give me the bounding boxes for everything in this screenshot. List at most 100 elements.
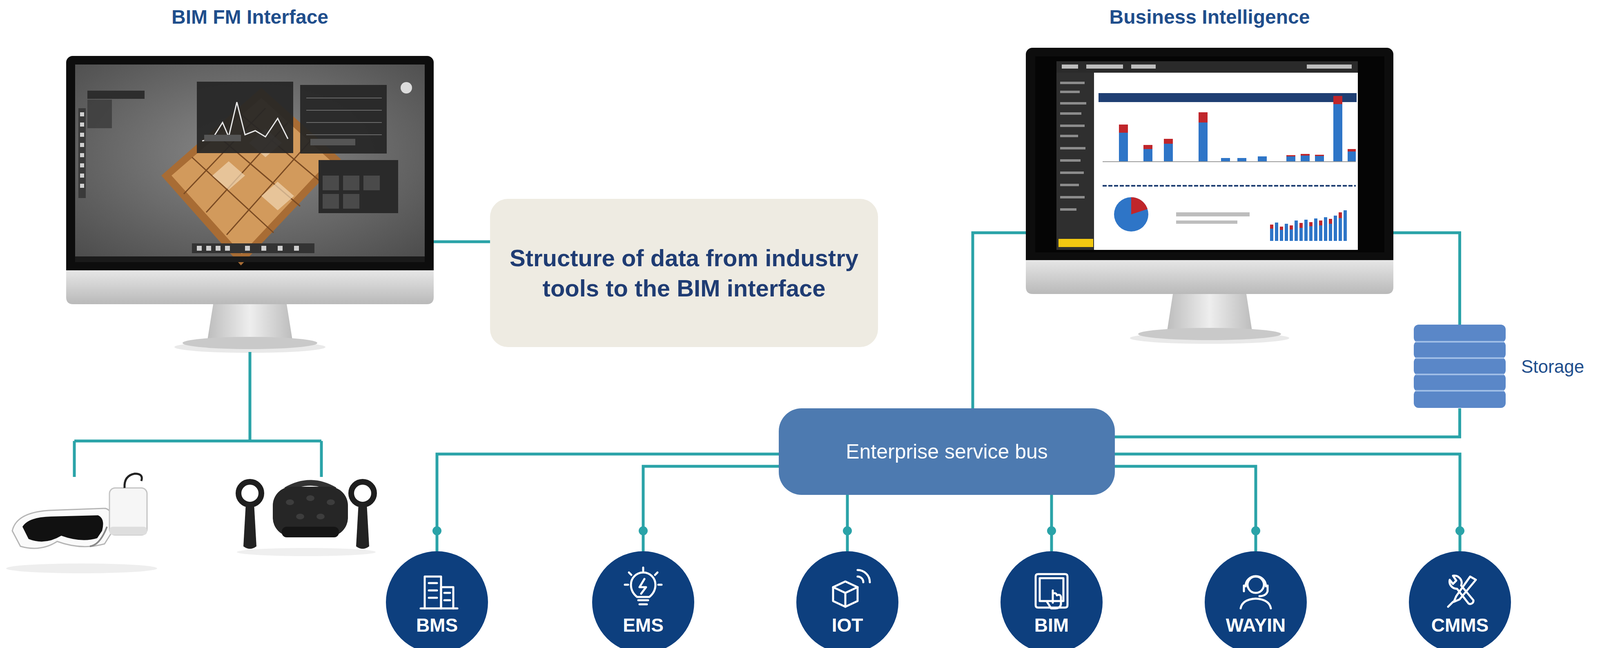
- node-label: EMS: [592, 614, 695, 636]
- left-monitor-part: [80, 112, 85, 188]
- icon-stroke: [428, 583, 437, 598]
- storage-slab: [1413, 373, 1506, 392]
- left-monitor-part: [196, 245, 299, 251]
- left-monitor-part: [196, 81, 294, 154]
- circle-fill: [1204, 551, 1307, 648]
- right-monitor-part-part: [1289, 225, 1293, 241]
- left-monitor-part: [400, 82, 413, 94]
- left-monitor-part-part: [306, 122, 382, 123]
- left-monitor-part-part: [80, 142, 85, 148]
- left-monitor-part-part: [261, 245, 267, 251]
- connector: [1393, 232, 1460, 325]
- system-icon: [833, 570, 870, 607]
- right-monitor-part-part: [1279, 226, 1284, 241]
- connector: [972, 232, 1026, 409]
- left-monitor-part-part: [80, 132, 85, 137]
- right-monitor-part-part: [1060, 102, 1087, 105]
- left-monitor-part: [182, 336, 318, 350]
- left-monitor-part-part: [277, 245, 283, 251]
- right-monitor-part-part: [1060, 183, 1079, 187]
- device-wires-part: [320, 441, 324, 477]
- right-monitor-part-part: [1289, 225, 1293, 230]
- right-monitor-part-part: [1060, 171, 1084, 174]
- right-monitor-part-part: [1286, 155, 1296, 157]
- right-monitor-part-part: [1060, 159, 1081, 162]
- left-monitor-part: [66, 270, 434, 305]
- right-monitor-part-part: [1198, 112, 1208, 162]
- connector: [433, 240, 491, 244]
- right-monitor-part: [1025, 260, 1394, 295]
- right-monitor-part-part: [1237, 158, 1247, 162]
- right-monitor-part: [1035, 56, 1385, 253]
- icon-stroke: [441, 587, 454, 609]
- left-monitor-part: [87, 99, 112, 129]
- connector: [1114, 454, 1460, 552]
- right-monitor-part-part: [1086, 64, 1124, 69]
- left-monitor-part: [322, 175, 380, 209]
- icon-stroke: [424, 576, 442, 609]
- left-monitor-part: [204, 134, 241, 142]
- left-monitor-part-part: [212, 161, 246, 190]
- right-monitor-part-part: [1061, 64, 1079, 69]
- left-monitor-part-part: [306, 97, 382, 99]
- icon-stroke: [638, 600, 649, 605]
- right-monitor-part: [1056, 61, 1358, 73]
- vr-headset-part: [281, 526, 339, 538]
- left-monitor-part-part: [322, 193, 339, 209]
- right-monitor-part-part: [1333, 95, 1343, 162]
- right-monitor-part-part: [1314, 154, 1324, 156]
- service-bus: Enterprise service bus: [778, 408, 1115, 495]
- vr-headset-part: [236, 548, 376, 557]
- connector: [1050, 494, 1054, 552]
- icon-stroke: [1453, 576, 1476, 602]
- right-monitor-part: [1176, 212, 1250, 224]
- storage-line: [1415, 340, 1505, 343]
- ar-glasses: [6, 473, 158, 574]
- right-monitor-part-part: [1338, 212, 1342, 241]
- vr-headset-part: [243, 503, 257, 549]
- left-monitor-part-part: [80, 183, 85, 188]
- node-label: BIM: [1000, 614, 1103, 636]
- right-monitor-part-part: [1221, 158, 1231, 162]
- right-monitor-part-part: [1343, 210, 1347, 241]
- circle-fill: [385, 551, 489, 648]
- icon-stroke: [1035, 574, 1068, 608]
- right-monitor-part: [1058, 238, 1094, 248]
- left-monitor: [66, 55, 434, 353]
- vr-headset-part: [238, 481, 262, 505]
- vr-headset-part: [351, 481, 375, 505]
- node-label: Structure of data from industry tools to…: [506, 242, 862, 304]
- storage-stack: Storage: [1413, 324, 1506, 409]
- panel-heading: BIM FM Interface: [66, 5, 434, 29]
- system-circle: WAYIN: [1204, 551, 1307, 648]
- left-monitor-part-part: [245, 245, 250, 251]
- right-monitor-part: [1118, 95, 1356, 162]
- right-monitor-part-part: [1333, 215, 1338, 241]
- right-monitor-part-part: [1270, 224, 1274, 229]
- connector: [846, 494, 850, 552]
- system-icon: [420, 576, 458, 609]
- icon-stroke: [1039, 578, 1064, 602]
- right-monitor-part-part: [1319, 220, 1323, 226]
- right-monitor-part-part: [1060, 208, 1077, 211]
- storage-slab: [1413, 389, 1506, 408]
- left-monitor-part-part: [80, 122, 85, 127]
- right-monitor-part-part: [1314, 154, 1324, 162]
- connector-dot: [842, 526, 852, 536]
- right-monitor-part-part: [1143, 144, 1153, 162]
- left-monitor-part-part: [215, 245, 221, 251]
- icon-stroke: [420, 607, 458, 610]
- storage-shape: [1413, 324, 1506, 409]
- right-monitor-part: [1270, 212, 1342, 230]
- ar-glasses-part: [89, 526, 107, 547]
- right-monitor-part-part: [1163, 138, 1173, 144]
- vr-headset-part: [285, 495, 335, 520]
- left-monitor-part: [207, 304, 293, 340]
- connector-dot: [1251, 526, 1261, 536]
- panel-heading: Business Intelligence: [1025, 5, 1394, 29]
- system-circle: IOT: [796, 551, 899, 648]
- right-monitor-part-part: [1163, 138, 1173, 162]
- right-monitor-part-part: [1060, 81, 1085, 85]
- right-monitor-part: [1102, 184, 1356, 187]
- ar-glasses-part: [12, 508, 114, 549]
